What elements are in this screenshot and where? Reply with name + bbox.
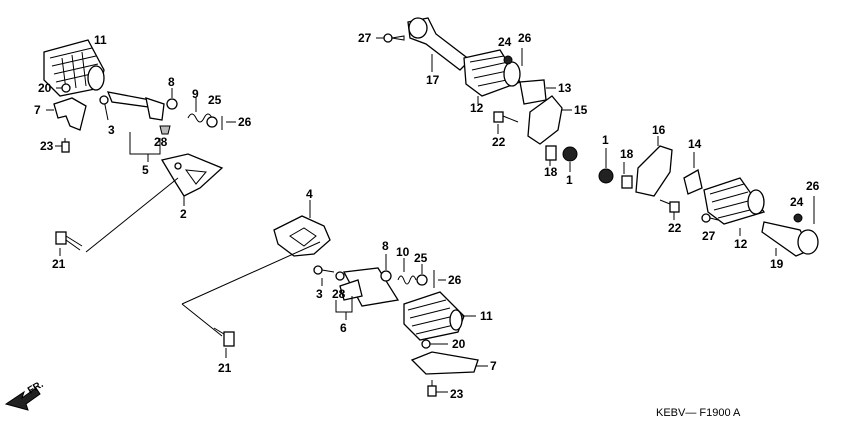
callout-label: 15 bbox=[574, 103, 588, 117]
footpeg-rubber bbox=[463, 49, 521, 97]
footpeg-rubber bbox=[703, 177, 766, 225]
rear-left-footpeg-assembly bbox=[181, 200, 488, 397]
washer bbox=[380, 270, 392, 282]
callout-label: 24 bbox=[498, 35, 512, 49]
callout-label: 6 bbox=[340, 321, 347, 335]
callout-label: 25 bbox=[414, 251, 428, 265]
washer bbox=[206, 116, 218, 128]
rear-right-footpeg-assembly bbox=[598, 136, 819, 257]
callout-label: 11 bbox=[480, 309, 493, 323]
callout-label: 10 bbox=[396, 245, 410, 259]
collar-plate bbox=[519, 79, 547, 105]
callout-label: 7 bbox=[490, 359, 497, 373]
callout-label: 21 bbox=[218, 361, 232, 375]
callout-label: 8 bbox=[168, 75, 175, 89]
step-bar bbox=[407, 17, 471, 71]
washer bbox=[416, 274, 428, 286]
collar bbox=[545, 145, 557, 161]
callout-label: 16 bbox=[652, 123, 666, 137]
callout-label: 9 bbox=[192, 87, 199, 101]
callout-label: 26 bbox=[238, 115, 252, 129]
step-holder bbox=[273, 215, 331, 257]
direction-label: FR. bbox=[26, 379, 46, 397]
callout-label: 21 bbox=[52, 257, 66, 271]
callouts: 11 20 7 23 3 8 9 25 26 28 5 2 21 27 17 2… bbox=[34, 31, 820, 401]
footpeg-bracket bbox=[53, 97, 87, 131]
callout-label: 18 bbox=[544, 165, 558, 179]
callout-label: 22 bbox=[668, 221, 682, 235]
callout-label: 20 bbox=[452, 337, 466, 351]
callout-label: 12 bbox=[470, 101, 484, 115]
callout-label: 27 bbox=[702, 229, 716, 243]
callout-label: 3 bbox=[108, 123, 115, 137]
footpeg-rubber bbox=[403, 291, 465, 341]
nut bbox=[503, 55, 513, 65]
step-bar bbox=[761, 221, 819, 257]
callout-label: 19 bbox=[770, 257, 784, 271]
callout-label: 27 bbox=[358, 31, 372, 45]
callout-label: 20 bbox=[38, 81, 52, 95]
callout-label: 28 bbox=[332, 287, 346, 301]
washer bbox=[166, 98, 178, 110]
callout-label: 7 bbox=[34, 103, 41, 117]
step-arm bbox=[635, 145, 673, 197]
return-spring bbox=[397, 275, 417, 285]
callout-label: 1 bbox=[602, 133, 609, 147]
callout-label: 13 bbox=[558, 81, 572, 95]
callout-label: 18 bbox=[620, 147, 634, 161]
nut bbox=[61, 83, 71, 93]
callout-label: 3 bbox=[316, 287, 323, 301]
footpeg-rubber bbox=[43, 39, 105, 97]
bearing bbox=[598, 168, 614, 184]
pin bbox=[335, 271, 345, 281]
callout-label: 11 bbox=[94, 33, 107, 47]
collar-plate bbox=[683, 168, 703, 195]
diagram-code: KEBV— F1900 A bbox=[656, 407, 741, 419]
nut bbox=[793, 213, 803, 223]
footpeg-bracket bbox=[410, 351, 479, 375]
step-holder bbox=[160, 153, 224, 197]
callout-label: 28 bbox=[154, 135, 168, 149]
callout-label: 26 bbox=[448, 273, 462, 287]
callout-label: 4 bbox=[306, 187, 313, 201]
return-spring bbox=[187, 98, 213, 123]
bolt bbox=[383, 33, 405, 43]
pin bbox=[159, 125, 171, 135]
bolt bbox=[493, 111, 519, 123]
bearing bbox=[562, 146, 578, 162]
callout-label: 26 bbox=[806, 179, 820, 193]
callout-label: 8 bbox=[382, 239, 389, 253]
step-bracket bbox=[527, 95, 563, 145]
callout-label: 23 bbox=[40, 139, 54, 153]
pivot-bolt bbox=[313, 265, 335, 275]
callout-label: 22 bbox=[492, 135, 506, 149]
front-right-footpeg-assembly bbox=[376, 17, 578, 172]
mounting-bolt bbox=[55, 231, 83, 251]
bolt bbox=[61, 138, 70, 153]
pivot-shaft bbox=[99, 91, 165, 121]
bolt bbox=[427, 380, 437, 397]
callout-label: 23 bbox=[450, 387, 464, 401]
front-left-footpeg-assembly bbox=[43, 39, 236, 256]
callout-label: 17 bbox=[426, 73, 440, 87]
callout-label: 12 bbox=[734, 237, 748, 251]
callout-label: 14 bbox=[688, 137, 702, 151]
callout-label: 2 bbox=[180, 207, 187, 221]
callout-label: 1 bbox=[566, 173, 573, 187]
mounting-bolt bbox=[213, 327, 235, 347]
callout-label: 25 bbox=[208, 93, 222, 107]
callout-label: 5 bbox=[142, 163, 149, 177]
bolt bbox=[701, 213, 711, 223]
front-direction-arrow-icon bbox=[4, 387, 41, 411]
callout-label: 24 bbox=[790, 195, 804, 209]
collar bbox=[621, 175, 633, 189]
bolt bbox=[659, 199, 680, 213]
nut bbox=[421, 339, 431, 349]
callout-label: 26 bbox=[518, 31, 532, 45]
